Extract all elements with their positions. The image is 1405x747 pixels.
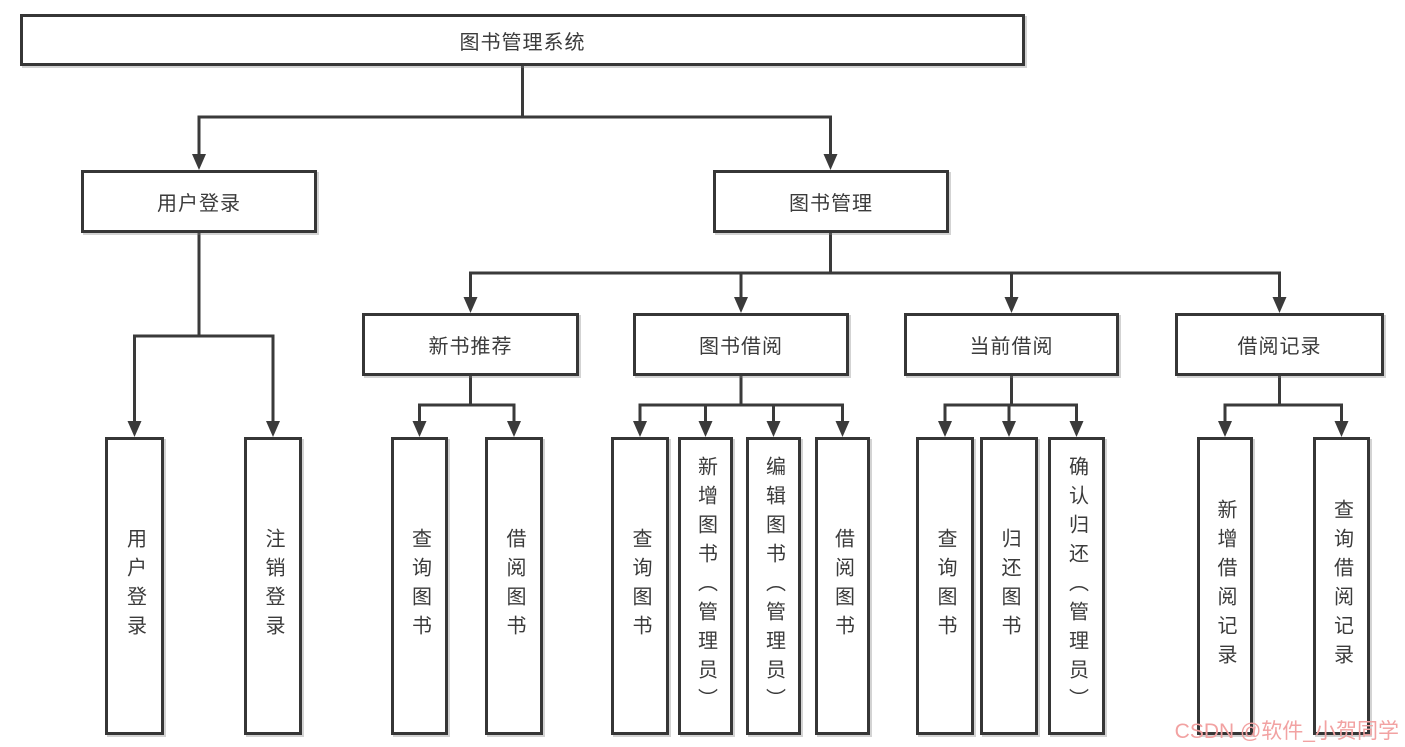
node-label: 用户登录 [157, 193, 241, 215]
node-label: 借阅记录 [1237, 336, 1322, 358]
leaf-borrow-books-recommend: 借阅图书 [485, 437, 543, 735]
node-new-book-recommend: 新书推荐 [362, 313, 579, 376]
leaf-query-books-borrowing: 查询图书 [611, 437, 669, 735]
node-label: 新增图书（管理员） [694, 455, 717, 717]
leaf-return-books: 归还图书 [980, 437, 1038, 735]
leaf-logout: 注销登录 [244, 437, 302, 735]
node-label: 当前借阅 [969, 336, 1054, 358]
leaf-query-books-current: 查询图书 [916, 437, 974, 735]
leaf-user-login: 用户登录 [105, 437, 164, 735]
leaf-confirm-return-admin: 确认归还（管理员） [1048, 437, 1105, 735]
csdn-watermark: CSDN @软件_小贺同学 [1174, 720, 1399, 743]
node-borrow-records: 借阅记录 [1175, 313, 1384, 376]
node-label: 借阅图书 [831, 528, 854, 644]
node-label: 借阅图书 [503, 528, 525, 644]
node-label: 查询借阅记录 [1330, 499, 1353, 673]
node-library-system: 图书管理系统 [20, 14, 1025, 66]
node-label: 编辑图书（管理员） [762, 455, 785, 717]
leaf-edit-books-admin: 编辑图书（管理员） [746, 437, 801, 735]
node-label: 图书管理系统 [459, 31, 586, 54]
node-user-login: 用户登录 [81, 170, 317, 233]
leaf-add-books-admin: 新增图书（管理员） [678, 437, 733, 735]
leaf-add-borrow-record: 新增借阅记录 [1197, 437, 1253, 735]
node-label: 确认归还（管理员） [1065, 455, 1088, 717]
node-label: 图书借阅 [699, 336, 783, 358]
node-label: 图书管理 [789, 193, 873, 215]
node-label: 新增借阅记录 [1214, 499, 1236, 673]
leaf-borrow-books: 借阅图书 [815, 437, 870, 735]
node-label: 查询图书 [934, 528, 956, 644]
node-label: 用户登录 [123, 528, 146, 644]
node-current-borrowing: 当前借阅 [904, 313, 1119, 376]
node-label: 注销登录 [262, 528, 284, 644]
node-book-borrowing: 图书借阅 [633, 313, 849, 376]
node-label: 查询图书 [629, 528, 651, 644]
leaf-query-borrow-record: 查询借阅记录 [1313, 437, 1370, 735]
node-label: 归还图书 [998, 528, 1020, 644]
node-label: 查询图书 [408, 528, 431, 644]
node-book-management: 图书管理 [713, 170, 949, 233]
leaf-query-books-recommend: 查询图书 [391, 437, 448, 735]
node-label: 新书推荐 [428, 336, 513, 358]
